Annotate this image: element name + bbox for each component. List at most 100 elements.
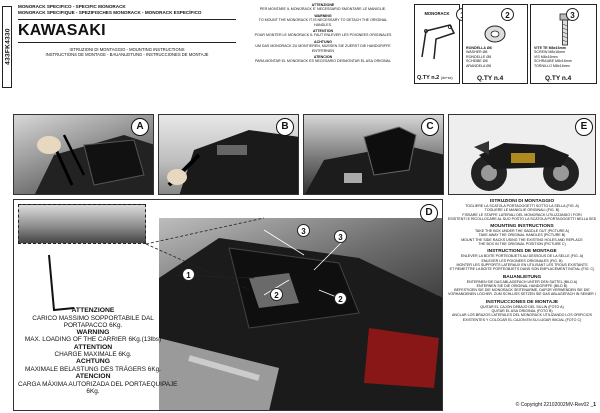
- page-sep: _: [590, 402, 594, 408]
- instruction-text: QUITAR EL ASA ORIGINAL (FOTO B): [491, 309, 553, 314]
- detail-number: 2: [270, 288, 283, 301]
- instructions-header-1: ISTRUZIONI DI MONTAGGIO - MOUNTING INSTR…: [69, 47, 185, 52]
- part-2-desc-line: WASHER Ø8: [466, 50, 488, 55]
- warning-title: ATTENTION: [73, 343, 113, 351]
- top-note-title: ATTENTION: [312, 29, 334, 34]
- part-2-desc-line: RONDELLE Ø8: [466, 54, 492, 59]
- detail-number: 3: [334, 230, 347, 243]
- figure-e-illustration: [471, 141, 579, 191]
- figure-d-label: D: [420, 204, 438, 222]
- instruction-text: BEFESTIGEN SIE DIE MONORACK SEITENARME, …: [454, 288, 590, 293]
- instructions-header-2: INSTRUCTIONS DE MONTAGE - BAUANLEITUNG -…: [45, 52, 209, 58]
- instruction-text: EXISTENTES Y COLOCAR EL CAJON EN SU LUGA…: [462, 317, 582, 322]
- top-note-text: TO MOUNT THE MONORACK IT IS NECESSARY TO…: [258, 18, 388, 23]
- instruction-title: ISTRUZIONI DI MONTAGGIO: [489, 199, 555, 204]
- warning-title: ATTENZIONE: [71, 307, 115, 314]
- detail-number: 3: [297, 224, 310, 237]
- header-line-1: MONORACK SPECIFICO - SPECIFIC MONORACK: [18, 4, 126, 9]
- top-note-es: ATENCION PARA MONTAR EL MONORACK ES NECE…: [238, 55, 408, 64]
- warning-text: MAXIMALE BELASTUNG DES TRÄGERS 6Kg.: [25, 365, 161, 373]
- top-note-it: ATTENZIONE PER MONTARE IL MONORACK E' NE…: [238, 3, 408, 12]
- instructions-es: INSTRUCCIONES DE MONTAJE QUITAR EL CAJON…: [448, 300, 596, 322]
- figure-a-label: A: [131, 118, 149, 136]
- figure-d-panel: D 3 2 1 3 2 ATTENZIONE CARICO MASSIMO SO…: [13, 199, 443, 411]
- instructions-it: ISTRUZIONI DI MONTAGGIO TOGLIERE LA SCAT…: [448, 199, 596, 221]
- figure-b-label: B: [276, 118, 294, 136]
- warning-title: ACHTUNG: [76, 358, 110, 366]
- part-2-desc-line: RONDELLA Ø8: [466, 46, 492, 50]
- warning-text: CARICO MASSIMO SOPPORTABILE DAL: [32, 314, 154, 322]
- top-note-text: PARA MONTAR EL MONORACK ES NECESARIO DES…: [255, 59, 391, 64]
- part-1-label: MONORACK: [424, 11, 450, 16]
- copyright: © Copyright 22102002MV-Rev02: [515, 402, 590, 408]
- instruction-title: BAUANLEITUNG: [502, 274, 542, 280]
- figure-a-illustration: [34, 134, 153, 194]
- header-line-2: MONORACK SPECIFIQUE - SPEZIFISCHES MONOR…: [18, 10, 202, 15]
- figure-c-illustration: [305, 126, 443, 194]
- part-2-qty: Q.TY n.4: [477, 75, 504, 82]
- warning-text: CHARGE MAXIMALE 6Kg.: [54, 351, 132, 359]
- washer-icon: [484, 25, 506, 43]
- instruction-text: VORHANDENEN LÖCHER. ZUM SCHLUSS SETZEN S…: [448, 292, 596, 297]
- page-number: 1: [593, 402, 596, 408]
- top-note-text: HANDLES.: [314, 22, 332, 27]
- instructions-de: BAUANLEITUNG ENTERNEN SIE DAS ABLAGEFACH…: [448, 275, 596, 297]
- top-note-title: WARNING: [314, 13, 332, 18]
- instruction-text: TOGLIERE LA SCATOLA PORTAOGGETTI SOTTO L…: [465, 204, 579, 208]
- top-note-text: PER MONTARE IL MONORACK E' NECESSARIO SM…: [259, 7, 387, 12]
- top-note-title: ACHTUNG: [314, 39, 332, 44]
- part-3-desc-line: SCHRAUBE M8x16mm: [534, 59, 572, 64]
- top-note-de: ACHTUNG UM DAS MONORACK ZU MONTIEREN, MU…: [238, 40, 408, 53]
- figure-b-photo: B: [158, 114, 299, 195]
- part-2-desc: RONDELLA Ø8 WASHER Ø8 RONDELLE Ø8 SCHEIB…: [466, 46, 492, 68]
- instruction-text: ENTERNEN SIE DIE ORIGINAL HANDGRIFFE (BI…: [476, 283, 568, 288]
- part-2-desc-line: ARANDELA Ø8: [466, 63, 491, 68]
- monorack-bracket-icon: [421, 24, 456, 60]
- part-3-desc-line: SCREW M8x16mm: [534, 50, 566, 55]
- top-notes: ATTENZIONE PER MONTARE IL MONORACK E' NE…: [238, 3, 408, 64]
- instruction-text: ET REMETTRE LA BOITE PORTEOBJETS DANS SO…: [449, 267, 595, 272]
- part-1-qty-value: Q.TY n.2: [417, 75, 440, 81]
- figure-d-inset: [18, 204, 146, 244]
- figure-e-photo: E: [448, 114, 596, 195]
- instruction-text: ENTERNEN SIE DAS ABLAGEFACH UNTER DEN SA…: [466, 279, 578, 284]
- product-code-box: 433FK4330: [2, 6, 12, 88]
- part-1-qty-sub: (dx+sx): [440, 76, 453, 80]
- footer: © Copyright 22102002MV-Rev02 _1: [470, 402, 596, 408]
- instruction-text: TOGLIERE LE MANIGLIE ORIGINALI (FIG. B): [484, 208, 560, 213]
- instructions-en: MOUNTING INSTRUCTIONS TAKE THE BOX UNDER…: [448, 224, 596, 246]
- warning-text: 6Kg.: [86, 387, 100, 395]
- instruction-text: ANCLAR LOS BRAZOS LATERALES DEL MONORACK…: [452, 313, 592, 318]
- instruction-title: INSTRUCCIONES DE MONTAJE: [485, 299, 559, 305]
- part-3-number: 3: [566, 8, 579, 21]
- instruction-text: MONTER LES SUPPORTS LATERAUX EN UTILISAN…: [456, 262, 588, 267]
- warning-text: MAX. LOADING OF THE CARRIER 6Kg.(13lbs): [24, 336, 162, 344]
- part-3-desc-line: TORNILLO M8x16mm: [534, 63, 570, 68]
- instructions-column: ISTRUZIONI DI MONTAGGIO TOGLIERE LA SCAT…: [448, 199, 596, 411]
- detail-number: 1: [182, 268, 195, 281]
- part-3-qty: Q.TY n.4: [545, 75, 572, 82]
- part-3-desc-line: VITE TE M8x16mm: [534, 46, 566, 50]
- top-note-fr: ATTENTION POUR MONTER LE MONORACK IL FAU…: [238, 29, 408, 38]
- instruction-title: MOUNTING INSTRUCTIONS: [490, 224, 554, 230]
- instruction-text: ENLEVER LES POIGNEES ORIGINALES (FIG. B): [481, 258, 563, 263]
- warning-title: ATENCION: [75, 373, 111, 381]
- instruction-text: QUITAR EL CAJON DEBAJO DEL SILLIN (FOTO …: [480, 304, 564, 309]
- instruction-text: TAKE THE BOX UNDER THE SADDLE OUT (PICTU…: [475, 229, 569, 234]
- top-note-title: ATTENZIONE: [311, 3, 335, 7]
- instruction-text: TAKE AWAY THE ORIGINAL HANDLES (PICTURE …: [478, 233, 566, 238]
- top-note-text: ENTFERNEN: [312, 48, 334, 53]
- instruction-text: MOUNT THE SIDE RACKS USING THE EXISTING …: [461, 237, 583, 242]
- instruction-text: ENLEVER LA BOITE PORTEOBJETS AU DESSOUS …: [460, 254, 584, 259]
- part-1-qty: Q.TY n.2 (dx+sx): [417, 75, 453, 81]
- part-2-box: RONDELLA Ø8 WASHER Ø8 RONDELLE Ø8 SCHEIB…: [462, 4, 528, 84]
- brand-title: KAWASAKI: [18, 19, 236, 43]
- figure-a-photo: A: [13, 114, 154, 195]
- top-note-en: WARNING TO MOUNT THE MONORACK IT IS NECE…: [238, 14, 408, 27]
- warning-text: CARGA MÁXIMA AUTORIZADA DEL PORTAEQUIPAJ…: [18, 380, 178, 388]
- part-2-desc-line: SCHEIBE Ø8: [466, 59, 488, 64]
- figure-c-photo: C: [303, 114, 444, 195]
- instruction-text: FISSARE LE STAFFE LATERALI DEL MONORACK …: [462, 212, 582, 217]
- part-3-box: VITE TE M8x16mm SCREW M8x16mm VIS M8x16m…: [530, 4, 597, 84]
- part-3-desc-line: VIS M8x16mm: [534, 54, 558, 59]
